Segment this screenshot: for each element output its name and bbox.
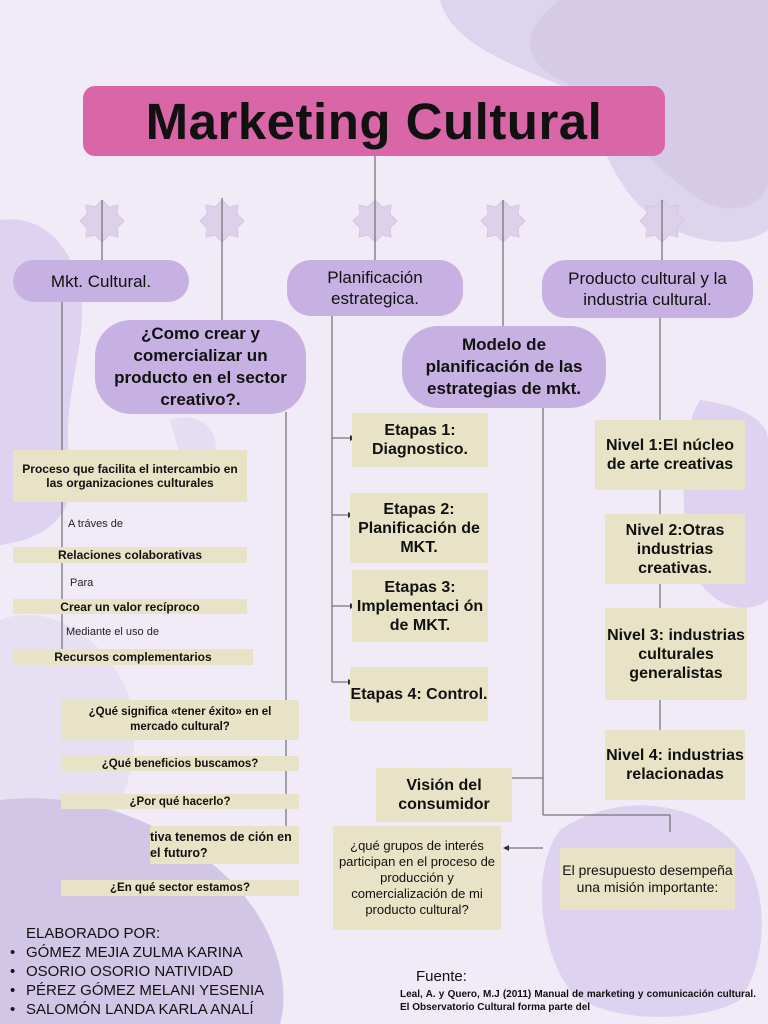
a-traves-de-label: A tráves de <box>68 518 124 530</box>
author-name: OSORIO OSORIO NATIVIDAD <box>26 963 234 980</box>
grupos-interes-box: ¿qué grupos de interés participan en el … <box>333 826 501 930</box>
author-item: •GÓMEZ MEJIA ZULMA KARINA <box>10 944 243 961</box>
author-item: •PÉREZ GÓMEZ MELANI YESENIA <box>10 982 265 999</box>
como-crear-bubble: ¿Como crear y comercializar un producto … <box>95 320 306 414</box>
planificacion-pill: Planificación estrategica. <box>287 260 463 316</box>
pregunta-futuro: tiva tenemos de ción en el futuro? <box>150 826 299 864</box>
nivel-3-box: Nivel 3: industrias culturales generalis… <box>605 608 747 700</box>
fuente-text: Leal, A. y Quero, M.J (2011) Manual de m… <box>400 989 756 1013</box>
author-item: •OSORIO OSORIO NATIVIDAD <box>10 963 234 980</box>
nivel-1-box: Nivel 1:El núcleo de arte creativas <box>595 420 745 490</box>
mediante-label: Mediante el uso de <box>66 626 159 638</box>
pregunta-exito: ¿Qué significa «tener éxito» en el merca… <box>61 700 299 740</box>
authors-list: •GÓMEZ MEJIA ZULMA KARINA •OSORIO OSORIO… <box>10 943 264 1019</box>
author-name: SALOMÓN LANDA KARLA ANALÍ <box>26 1001 254 1018</box>
nivel-2-box: Nivel 2:Otras industrias creativas. <box>605 514 745 584</box>
relaciones-strip: Relaciones colaborativas <box>13 547 247 563</box>
etapa-2-box: Etapas 2: Planificación de MKT. <box>350 493 488 563</box>
page-title: Marketing Cultural <box>83 86 665 156</box>
author-name: PÉREZ GÓMEZ MELANI YESENIA <box>26 982 265 999</box>
crear-valor-strip: Crear un valor recíproco <box>13 599 247 614</box>
vision-consumidor-box: Visión del consumidor <box>376 768 512 822</box>
mkt-definicion-box: Proceso que facilita el intercambio en l… <box>13 450 247 502</box>
mkt-cultural-pill: Mkt. Cultural. <box>13 260 189 302</box>
author-item: •SALOMÓN LANDA KARLA ANALÍ <box>10 1001 254 1018</box>
etapa-1-box: Etapas 1: Diagnostico. <box>352 413 488 467</box>
pregunta-sector: ¿En qué sector estamos? <box>61 880 299 896</box>
modelo-bubble: Modelo de planificación de las estrategi… <box>402 326 606 408</box>
etapa-3-box: Etapas 3: Implementaci ón de MKT. <box>352 570 488 642</box>
producto-cultural-pill: Producto cultural y la industria cultura… <box>542 260 753 318</box>
nivel-4-box: Nivel 4: industrias relacionadas <box>605 730 745 800</box>
elaborado-label: ELABORADO POR: <box>26 925 161 942</box>
presupuesto-box: El presupuesto desempeña una misión impo… <box>560 848 735 910</box>
recursos-strip: Recursos complementarios <box>13 649 253 665</box>
author-name: GÓMEZ MEJIA ZULMA KARINA <box>26 944 243 961</box>
pregunta-beneficios: ¿Qué beneficios buscamos? <box>61 756 299 771</box>
fuente-label: Fuente: <box>416 968 467 985</box>
para-label: Para <box>70 577 94 589</box>
etapa-4-box: Etapas 4: Control. <box>350 667 488 721</box>
pregunta-por-que: ¿Por qué hacerlo? <box>61 794 299 809</box>
